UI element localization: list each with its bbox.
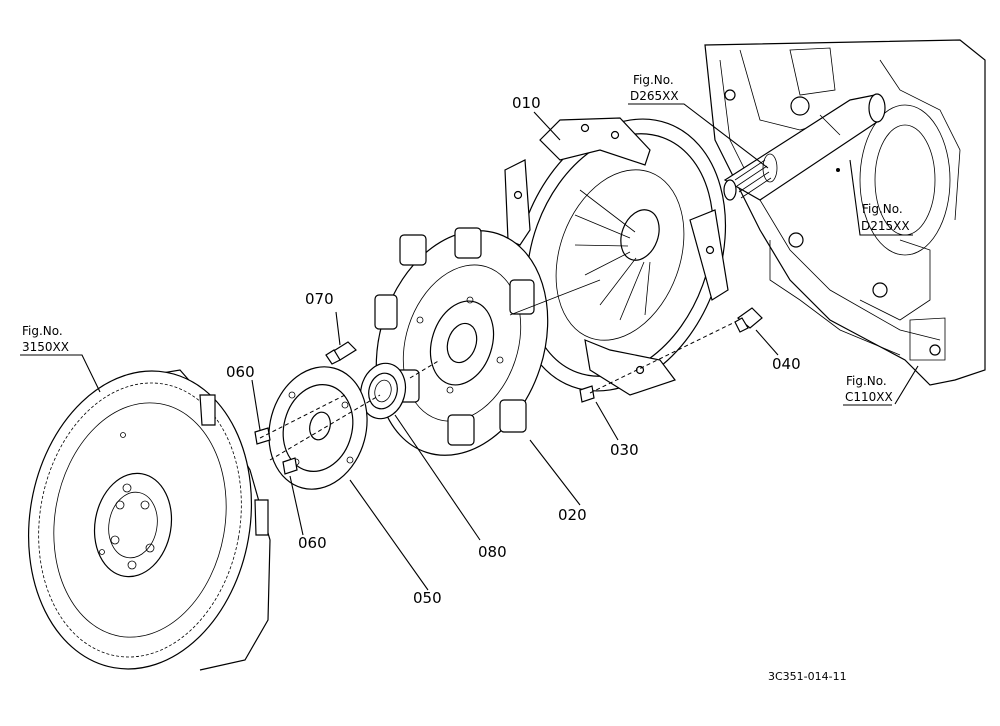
assembly-axis (259, 279, 736, 461)
callout-080: 080 (478, 543, 507, 561)
figref-3150-line2: 3150XX (22, 340, 69, 354)
figref-d265-line1: Fig.No. (633, 73, 674, 87)
callout-050: 050 (413, 589, 442, 607)
callout-020: 020 (558, 506, 587, 524)
callout-060-lower: 060 (298, 534, 327, 552)
callout-010: 010 (512, 94, 541, 112)
pilot-bearing-080 (359, 362, 407, 420)
callout-070: 070 (305, 290, 334, 308)
callout-060-upper: 060 (226, 363, 255, 381)
bolt-040 (734, 307, 763, 333)
callout-040: 040 (772, 355, 801, 373)
dowel-pin-060-lower (282, 457, 298, 475)
pin-030 (579, 385, 595, 403)
callout-030: 030 (610, 441, 639, 459)
hub-plate-050 (268, 366, 368, 490)
callout-labels: 010 020 030 040 050 060 060 070 080 (226, 94, 801, 607)
figref-c110-line1: Fig.No. (846, 374, 887, 388)
bolt-070 (325, 341, 357, 365)
clutch-cover-010 (504, 117, 729, 396)
figref-d215-line2: D215XX (861, 219, 910, 233)
leader-lines (20, 103, 919, 591)
figure-references: Fig.No. D265XX Fig.No. D215XX Fig.No. C1… (22, 73, 910, 404)
dowel-pin-060-upper (254, 427, 271, 445)
figref-d215-line1: Fig.No. (862, 202, 903, 216)
figref-c110-line2: C110XX (845, 390, 893, 404)
figref-d265-line2: D265XX (630, 89, 679, 103)
input-shaft (723, 93, 886, 201)
drawing-code: 3C351-014-11 (768, 670, 847, 683)
transmission-housing (704, 39, 986, 386)
flywheel (27, 369, 271, 671)
figref-3150-line1: Fig.No. (22, 324, 63, 338)
